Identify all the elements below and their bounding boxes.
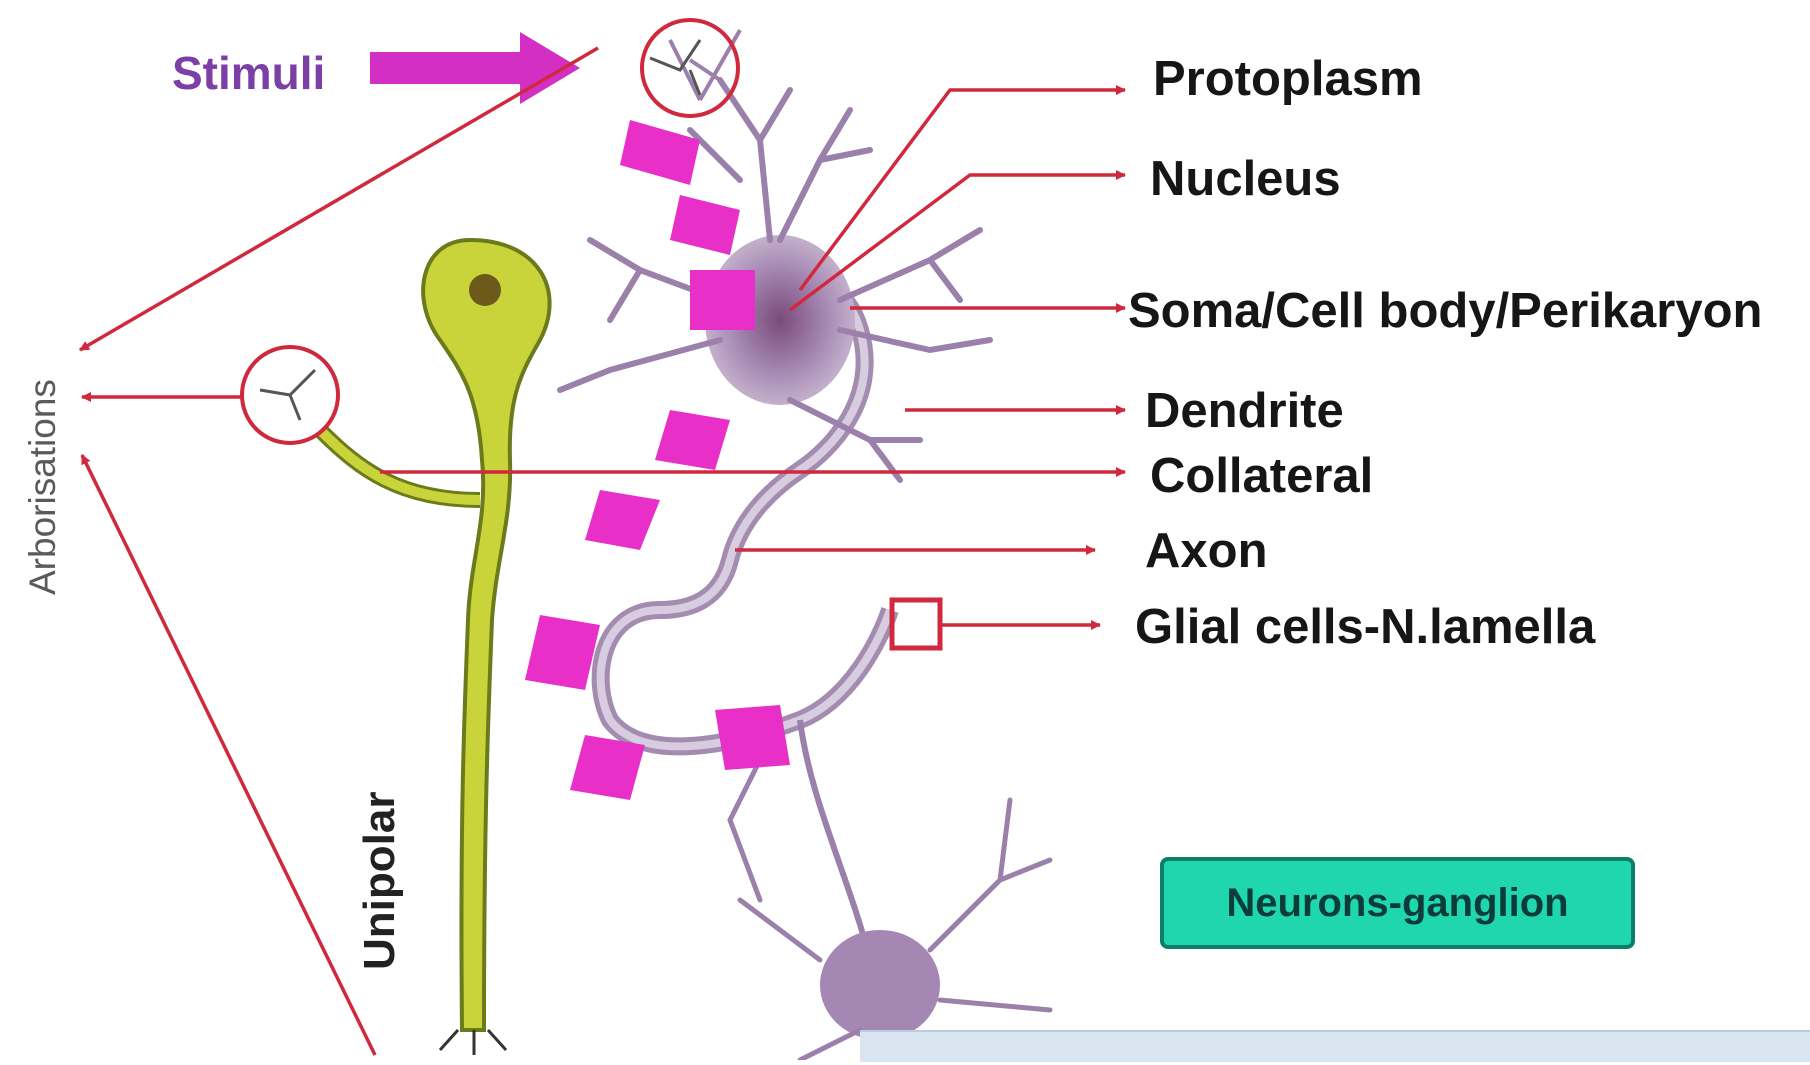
label-axon: Axon (1145, 527, 1268, 576)
badge-text: Neurons-ganglion (1226, 881, 1568, 926)
label-glial: Glial cells-N.lamella (1135, 603, 1595, 652)
multipolar-neuron (560, 30, 990, 746)
stimuli-circle (642, 20, 738, 116)
bottom-panel (860, 1030, 1810, 1062)
signal-arrows (525, 120, 790, 800)
label-collateral: Collateral (1150, 452, 1373, 501)
unipolar-label: Unipolar (355, 792, 405, 970)
ganglion-neuron (730, 720, 1050, 1060)
neurons-ganglion-badge: Neurons-ganglion (1160, 857, 1635, 949)
label-nucleus: Nucleus (1150, 155, 1341, 204)
glial-box (892, 600, 940, 648)
stimuli-arrow (370, 32, 580, 104)
label-dendrite: Dendrite (1145, 387, 1344, 436)
label-protoplasm: Protoplasm (1153, 55, 1423, 104)
arborisations-label: Arborisations (22, 379, 64, 595)
stimuli-label: Stimuli (172, 46, 325, 100)
arborisation-arrows (80, 48, 598, 1055)
label-soma: Soma/Cell body/Perikaryon (1128, 287, 1763, 336)
